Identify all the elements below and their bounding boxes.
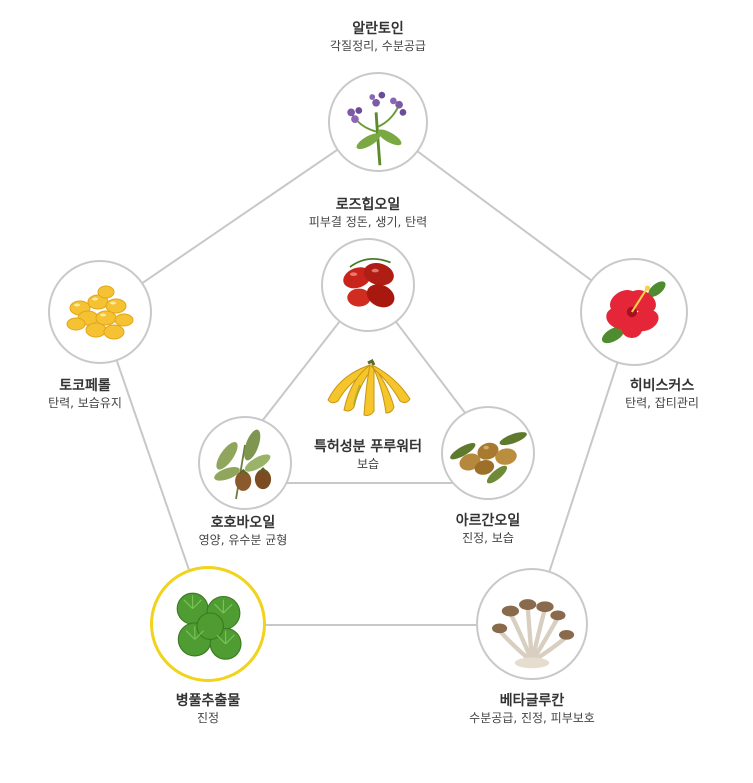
rosehip-desc: 피부결 정돈, 생기, 탄력 (308, 215, 428, 229)
tocopherol-desc: 탄력, 보습유지 (48, 396, 122, 410)
banana-label: 특허성분 푸루워터 보습 (283, 438, 453, 472)
banana-desc: 보습 (356, 457, 380, 471)
argan-name: 아르간오일 (455, 513, 521, 529)
centella-name: 병풀추출물 (175, 693, 241, 709)
hibiscus-name: 히비스커스 (629, 378, 695, 394)
mushrooms-image (492, 599, 575, 669)
tocopherol-name: 토코페롤 (59, 378, 111, 394)
betaglucan-name: 베타글루칸 (499, 693, 565, 709)
jojoba-plant-image (214, 429, 272, 500)
hibiscus-label: 히비스커스 탄력, 잡티관리 (562, 377, 753, 411)
hibiscus-desc: 탄력, 잡티관리 (625, 396, 699, 410)
argan-nuts-image (450, 432, 527, 484)
jojoba-name: 호호바오일 (210, 515, 276, 531)
jojoba-circle (198, 416, 292, 510)
rosehip-name: 로즈힙오일 (335, 197, 401, 213)
allantoin-desc: 각질정리, 수분공급 (330, 39, 426, 53)
rosehip-label: 로즈힙오일 피부결 정돈, 생기, 탄력 (268, 196, 468, 230)
betaglucan-circle (476, 568, 588, 680)
line-tocopherol-allantoin (99, 121, 379, 313)
banana-image (327, 358, 411, 416)
centella-circle (150, 566, 266, 682)
jojoba-desc: 영양, 유수분 균형 (198, 533, 288, 547)
centella-desc: 진정 (196, 711, 220, 725)
rosehip-circle (321, 238, 415, 332)
betaglucan-label: 베타글루칸 수분공급, 진정, 피부보호 (432, 692, 632, 726)
jojoba-label: 호호바오일 영양, 유수분 균형 (143, 514, 343, 548)
tocopherol-label: 토코페롤 탄력, 보습유지 (0, 377, 185, 411)
centella-label: 병풀추출물 진정 (108, 692, 308, 726)
comfrey-flower-image (347, 91, 407, 166)
hibiscus-circle (580, 258, 688, 366)
argan-circle (441, 406, 535, 500)
argan-desc: 진정, 보습 (462, 531, 514, 545)
allantoin-name: 알란토인 (352, 21, 404, 37)
allantoin-circle (328, 72, 428, 172)
hibiscus-flower-image (601, 281, 666, 344)
rosehip-berries-image (343, 258, 395, 308)
vitamin-capsules-image (66, 285, 134, 340)
allantoin-label: 알란토인 각질정리, 수분공급 (278, 20, 478, 54)
argan-label: 아르간오일 진정, 보습 (388, 512, 588, 546)
tocopherol-circle (48, 260, 152, 364)
betaglucan-desc: 수분공급, 진정, 피부보호 (469, 711, 595, 725)
centella-leaves-image (176, 592, 242, 660)
banana-name: 특허성분 푸루워터 (314, 439, 422, 455)
